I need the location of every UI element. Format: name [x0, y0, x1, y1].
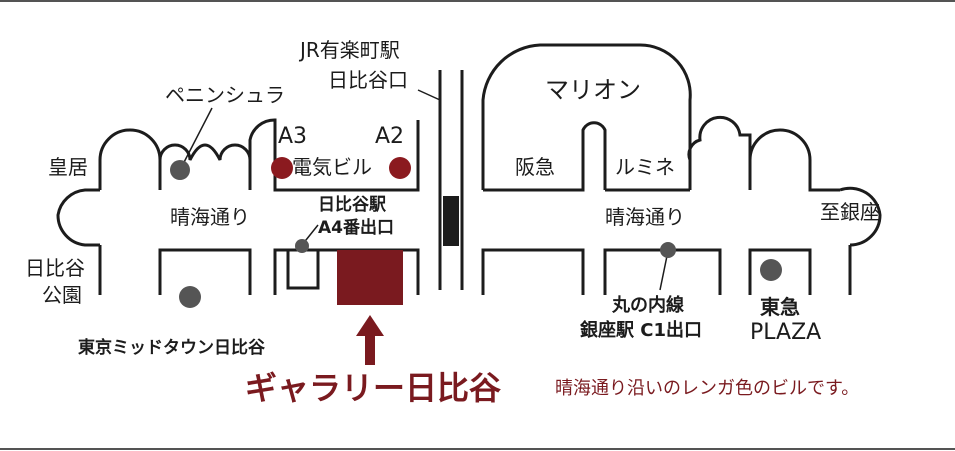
block-midtown — [158, 248, 252, 295]
gallery-name-label: ギャラリー日比谷 — [245, 369, 502, 407]
jr-exit-label: 日比谷口 — [328, 68, 408, 92]
block-marion — [481, 43, 692, 190]
a4-exit-label: A4番出口 — [318, 218, 394, 238]
midtown-marker — [179, 286, 201, 308]
marion-label: マリオン — [545, 76, 641, 104]
block-hankyu — [483, 121, 607, 192]
block-denki-left — [248, 118, 277, 190]
jr-leader — [417, 89, 441, 101]
hibiya-park-label-2: 公園 — [42, 283, 82, 307]
peninsula-leader — [179, 107, 213, 171]
tokyu-marker — [760, 259, 782, 281]
peninsula-label: ペニンシュラ — [165, 83, 285, 107]
harumi-dori-left-label: 晴海通り — [170, 205, 250, 229]
gallery-arrow — [356, 315, 384, 365]
block-a4-building — [286, 248, 320, 290]
marunouchi-line-label: 丸の内線 — [612, 295, 684, 316]
jr-station-label: JR有楽町駅 — [300, 38, 400, 62]
exit-a3-dot — [271, 157, 293, 179]
lumine-label: ルミネ — [615, 155, 675, 179]
exit-a2-dot — [389, 157, 411, 179]
block-right-top — [687, 115, 752, 190]
a2-label: A2 — [375, 124, 405, 149]
block-c1-right — [603, 248, 722, 295]
peninsula-marker — [170, 160, 190, 180]
block-ginza-right — [839, 186, 882, 247]
harumi-dori-right-label: 晴海通り — [605, 205, 685, 229]
a3-label: A3 — [278, 124, 308, 149]
block-tokyu — [748, 248, 812, 295]
kokyo-label: 皇居 — [48, 155, 88, 179]
block-ginza-top — [748, 128, 840, 192]
plaza-label: PLAZA — [750, 320, 822, 345]
midtown-label: 東京ミッドタウン日比谷 — [78, 338, 265, 358]
block-kokyo-top — [98, 128, 162, 190]
hibiya-park-label-1: 日比谷 — [25, 256, 85, 280]
hankyu-label: 阪急 — [515, 155, 555, 179]
rail-station-segment — [443, 196, 459, 246]
c1-marker — [660, 242, 676, 258]
a4-marker — [295, 239, 309, 253]
to-ginza-label: 至銀座 — [820, 200, 880, 224]
block-kokyo-left — [56, 188, 100, 247]
tokyu-label: 東急 — [760, 295, 800, 319]
note-label: 晴海通り沿いのレンガ色のビルです。 — [555, 378, 860, 399]
ginza-c1-exit-label: 銀座駅 C1出口 — [580, 320, 703, 341]
gallery-building — [337, 250, 403, 305]
hibiya-station-label: 日比谷駅 — [318, 195, 386, 215]
block-ginza-c1 — [481, 248, 585, 295]
denki-bldg-label: 電気ビル — [292, 155, 372, 179]
block-peninsula — [158, 143, 252, 190]
block-denki — [273, 120, 420, 192]
